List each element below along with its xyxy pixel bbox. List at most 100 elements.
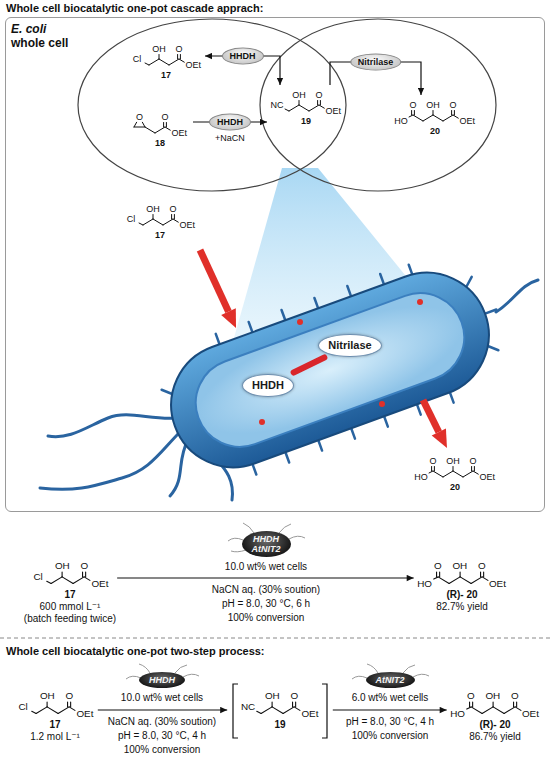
chemical-bond <box>443 471 453 477</box>
chemical-bond <box>515 707 521 710</box>
surface-dot <box>297 319 303 325</box>
bacterium-cell <box>150 241 521 495</box>
atom-label: O <box>429 457 436 466</box>
atom-label: Cl <box>18 702 27 712</box>
chemical-bond <box>32 711 36 713</box>
catalyst-blob: AtNIT2 <box>366 672 415 688</box>
chemical-bond <box>453 467 454 472</box>
chemical-bond <box>429 471 433 473</box>
atom-label: O <box>409 101 416 110</box>
atom-label: HO <box>394 117 408 126</box>
chemical-bond <box>36 707 47 714</box>
structure-formula: OHOClOEt <box>28 556 112 589</box>
chemical-bond <box>62 577 73 584</box>
compound-structure: OHOClOEt171.2 mol L⁻¹ <box>13 686 97 743</box>
pili <box>253 464 257 474</box>
atom-label: OH <box>426 101 440 110</box>
chemical-bond <box>285 109 289 111</box>
flagella <box>48 415 176 437</box>
chemical-bond <box>480 572 481 577</box>
compound-structure: OOHOHOOEt20 <box>392 96 478 137</box>
catalyst-blob: HHDHAtNIT2 <box>242 531 291 557</box>
structure-formula: OOOEt <box>128 108 192 138</box>
chemical-bond <box>299 101 300 106</box>
chemical-bond <box>413 115 423 121</box>
compound-structure: OHOClOEt17 <box>122 200 198 241</box>
structure-formula: OHONCOEt <box>238 686 322 719</box>
transport-arrow <box>200 250 447 448</box>
chemical-bond <box>434 467 435 472</box>
catalyst-wisp <box>175 665 187 673</box>
structure-formula: OOHOHOOEt <box>412 452 498 482</box>
chemical-bond <box>431 467 432 472</box>
atom-label: Cl <box>127 215 136 224</box>
enzyme-label: Nitrilase <box>350 54 402 71</box>
chemical-bond <box>516 702 517 707</box>
pili <box>351 428 355 438</box>
chemical-bond <box>177 55 178 60</box>
chemical-bond <box>453 471 463 477</box>
atom-label: OEt <box>325 107 341 116</box>
atom-label: OEt <box>171 129 187 138</box>
intermediate-bracket <box>322 684 327 738</box>
intermediate-bracket <box>233 684 238 738</box>
catalyst-wisp <box>367 664 378 673</box>
catalyst-name: AtNIT2 <box>252 544 281 554</box>
atom-label: OEt <box>91 579 108 589</box>
figure-title: Whole cell biocatalytic one-pot cascade … <box>6 2 263 15</box>
atom-label: OEt <box>479 473 495 482</box>
condition-text: pH = 8.0, 30 °C, 6 h <box>222 598 310 610</box>
enzyme-name: HHDH <box>252 379 284 392</box>
condition-text: 6.0 wt% wet cells <box>352 692 429 704</box>
chemical-bond <box>463 471 473 477</box>
enzyme-link <box>294 358 325 373</box>
enzyme-label: HHDH <box>209 114 251 131</box>
catalyst-wisp <box>403 665 415 673</box>
chemical-bond <box>449 577 460 584</box>
pili <box>485 309 496 313</box>
atom-label: OEt <box>459 117 475 126</box>
chemical-bond <box>439 572 440 577</box>
cell-wall <box>154 255 507 484</box>
chemical-bond <box>180 55 181 60</box>
atom-label: O <box>136 113 143 122</box>
compound-structure: OHONCOEt19 <box>228 686 332 731</box>
enzyme-name: Nitrilase <box>328 339 371 352</box>
chemical-bond <box>482 577 488 580</box>
compound-structure: OOOEt18 <box>128 108 192 149</box>
flagella <box>40 432 180 489</box>
chemical-bond <box>504 707 515 714</box>
surface-dot <box>259 299 423 425</box>
chemical-bond <box>153 215 154 220</box>
compound-structure: OOHOHOOEt(R)- 2086.7% yield <box>448 686 543 743</box>
catalyst-wisp <box>139 664 150 673</box>
compound-number: 20 <box>412 482 498 493</box>
chemical-bond <box>492 702 493 707</box>
section-heading: Whole cell biocatalytic one-pot two-step… <box>6 645 265 657</box>
reaction-arrow <box>98 709 227 710</box>
atom-label: Cl <box>133 55 142 64</box>
compound-number: 17 <box>24 589 116 601</box>
atom-label: OH <box>452 561 467 571</box>
chemical-bond <box>67 702 68 707</box>
atom-label: OH <box>446 457 460 466</box>
transport-arrow <box>221 308 236 328</box>
structure-formula: OOHOHOOEt <box>448 686 543 719</box>
compound-number: 18 <box>128 138 192 149</box>
catalyst-name: HHDH <box>149 675 175 685</box>
chemical-bond <box>292 702 293 707</box>
atom-label: HO <box>417 579 432 589</box>
chemical-bond <box>283 707 294 714</box>
chemical-bond <box>317 101 318 106</box>
chemical-bond <box>166 123 167 128</box>
pili <box>384 416 388 426</box>
chemical-bond <box>69 707 75 710</box>
atom-label: O <box>434 561 442 571</box>
chemical-bond <box>82 572 83 577</box>
chemical-bond <box>482 707 493 714</box>
chemical-bond <box>73 577 84 584</box>
chemical-bond <box>436 572 437 577</box>
pili <box>285 452 289 462</box>
section-divider <box>0 638 550 639</box>
